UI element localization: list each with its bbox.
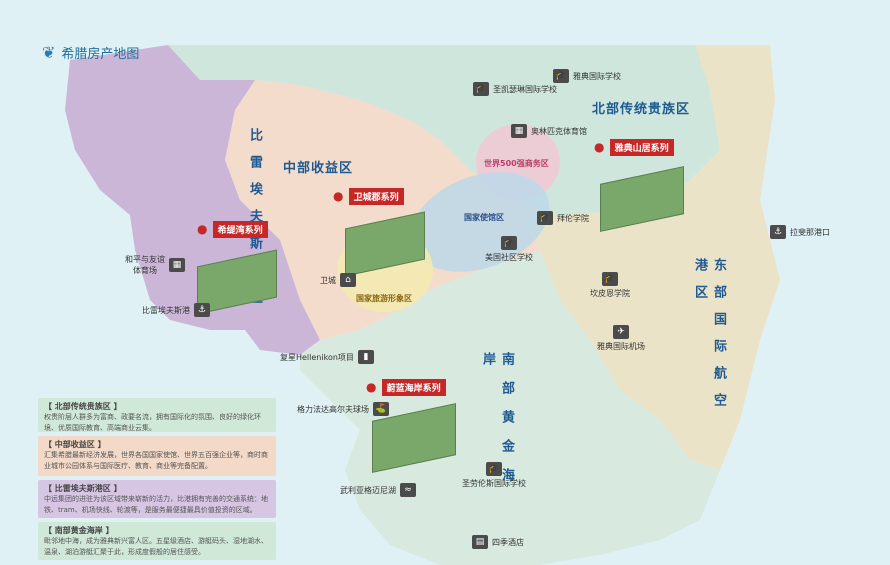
pin-marker-icon: ● [333, 189, 344, 203]
region-label-central: 中部收益区 [283, 161, 354, 176]
pin-weilanhaian[interactable]: ● 蔚蓝海岸系列 [366, 376, 446, 396]
stadium-icon: ▦ [511, 124, 527, 138]
pin-yadianshanju[interactable]: ● 雅典山居系列 [594, 136, 674, 156]
pin-marker-icon: ● [366, 380, 377, 394]
poi-pierce-college[interactable]: 🎓 坎皮恩学院 [590, 272, 630, 299]
poi-label: 格力法达高尔夫球场 [297, 404, 369, 414]
graduation-cap-icon: 🎓 [537, 211, 553, 225]
poi-label: 比雷埃夫斯港 [142, 305, 190, 315]
pin-xidiwan[interactable]: ● 希缇湾系列 [197, 218, 268, 238]
poi-label: 美国社区学校 [485, 253, 533, 262]
graduation-cap-icon: 🎓 [553, 69, 569, 83]
poi-label: 拉斐那港口 [790, 227, 830, 237]
poi-peace-stadium[interactable]: 和平与友谊 体育场 ▦ [125, 254, 185, 276]
region-central [225, 80, 540, 340]
hotel-icon: ▤ [472, 535, 488, 549]
poi-four-seasons[interactable]: ▤ 四季酒店 [472, 535, 524, 549]
circle-label-fortune500: 世界500强商务区 [484, 159, 549, 168]
pin-weichengjun[interactable]: ● 卫城郡系列 [333, 185, 404, 205]
port-icon: ⚓ [770, 225, 786, 239]
legend-heading: 【 南部黄金海岸 】 [44, 526, 114, 535]
legend-box: 【 北部传统贵族区 】权贵阶层人群多为富商、政要名流，拥有国际化的氛围、良好的绿… [38, 398, 276, 432]
legend-box: 【 比雷埃夫斯港区 】中远集团的进驻为该区域带来崭新的活力，比港拥有完善的交通系… [38, 480, 276, 518]
poi-airport[interactable]: ✈ 雅典国际机场 [597, 325, 645, 352]
poi-label: 奥林匹克体育馆 [531, 126, 587, 136]
poi-olympic[interactable]: ▦ 奥林匹克体育馆 [511, 124, 587, 138]
stadium-icon: ▦ [169, 258, 185, 272]
graduation-cap-icon: 🎓 [501, 236, 517, 250]
pin-label: 卫城郡系列 [348, 188, 404, 205]
circle-label-tourism: 国家旅游形象区 [356, 294, 412, 303]
poi-label: 圣劳伦斯国际学校 [462, 479, 526, 488]
region-label-south: 南部黄金海岸 [480, 352, 514, 497]
pin-label: 蔚蓝海岸系列 [381, 379, 446, 396]
poi-label: 坎皮恩学院 [590, 289, 630, 298]
legend-heading: 【 比雷埃夫斯港区 】 [44, 484, 122, 493]
poi-label: 圣凯瑟琳国际学校 [493, 84, 557, 94]
map-title-block: ❦ 希腊房产地图 [42, 43, 139, 62]
legend-body: 毗邻地中海，成为雅典新兴富人区。五星级酒店、游艇码头、湿地湖水、温泉、湖泊游艇汇… [44, 537, 268, 556]
region-east [520, 45, 780, 470]
region-label-east: 东部国际航空港区 [692, 258, 726, 420]
lake-icon: ≈ [400, 483, 416, 497]
circle-label-embassy: 国家使馆区 [464, 213, 504, 222]
graduation-cap-icon: 🎓 [602, 272, 618, 286]
golf-icon: ⛳ [373, 402, 389, 416]
poi-st-lawrence[interactable]: 🎓 圣劳伦斯国际学校 [462, 462, 526, 489]
poi-label: 卫城 [320, 275, 336, 285]
legend-heading: 【 中部收益区 】 [44, 440, 106, 449]
poi-label: 和平与友谊 体育场 [125, 255, 165, 275]
leaf-icon: ❦ [42, 43, 56, 62]
poi-vouliagmeni[interactable]: 武利亚格迈尼湖 ≈ [340, 483, 416, 497]
poi-label: 雅典国际学校 [573, 71, 621, 81]
airplane-icon: ✈ [613, 325, 629, 339]
poi-glyfada-golf[interactable]: 格力法达高尔夫球场 ⛳ [297, 402, 389, 416]
pin-label: 希缇湾系列 [212, 221, 268, 238]
pin-marker-icon: ● [594, 140, 605, 154]
poi-american-school[interactable]: 🎓 美国社区学校 [485, 236, 533, 263]
poi-acropolis[interactable]: 卫城 ⌂ [320, 273, 356, 287]
legend-box: 【 中部收益区 】汇集希腊最新经济发展，世界各国国家使馆、世界五百强企业等，商时… [38, 436, 276, 476]
building-icon: ▮ [357, 350, 374, 364]
map-title: 希腊房产地图 [61, 47, 140, 62]
pin-label: 雅典山居系列 [609, 139, 674, 156]
temple-icon: ⌂ [340, 273, 356, 287]
port-icon: ⚓ [194, 303, 210, 317]
legend-body: 中远集团的进驻为该区域带来崭新的活力，比港拥有完善的交通系统：地铁、tram、机… [44, 495, 268, 514]
legend-heading: 【 北部传统贵族区 】 [44, 402, 122, 411]
poi-piraeus-port[interactable]: 比雷埃夫斯港 ⚓ [142, 303, 210, 317]
poi-label: 雅典国际机场 [597, 342, 645, 351]
poi-st-catherine[interactable]: 🎓 圣凯瑟琳国际学校 [473, 82, 557, 96]
poi-label: 拜伦学院 [557, 213, 589, 223]
region-north [168, 45, 720, 215]
legend-box: 【 南部黄金海岸 】毗邻地中海，成为雅典新兴富人区。五星级酒店、游艇码头、湿地湖… [38, 522, 276, 560]
pin-marker-icon: ● [197, 222, 208, 236]
poi-label: 武利亚格迈尼湖 [340, 485, 396, 495]
poi-label: 复星Hellenikon项目 [280, 352, 354, 362]
region-label-piraeus: 比雷埃夫斯港区 [245, 128, 264, 348]
graduation-cap-icon: 🎓 [486, 462, 502, 476]
poi-rafina-port[interactable]: ⚓ 拉斐那港口 [770, 225, 830, 239]
legend-body: 汇集希腊最新经济发展，世界各国国家使馆、世界五百强企业等，商时商业城市公园体系与… [44, 451, 268, 470]
poi-label: 四季酒店 [492, 537, 524, 547]
legend-body: 权贵阶层人群多为富商、政要名流，拥有国际化的氛围、良好的绿化环境、优质国际教育、… [44, 413, 261, 432]
region-label-north: 北部传统贵族区 [592, 102, 691, 117]
graduation-cap-icon: 🎓 [473, 82, 489, 96]
poi-hellinikon[interactable]: 复星Hellenikon项目 ▮ [280, 350, 374, 364]
poi-athens-intl-school[interactable]: 🎓 雅典国际学校 [553, 69, 621, 83]
poi-byron[interactable]: 🎓 拜伦学院 [537, 211, 589, 225]
